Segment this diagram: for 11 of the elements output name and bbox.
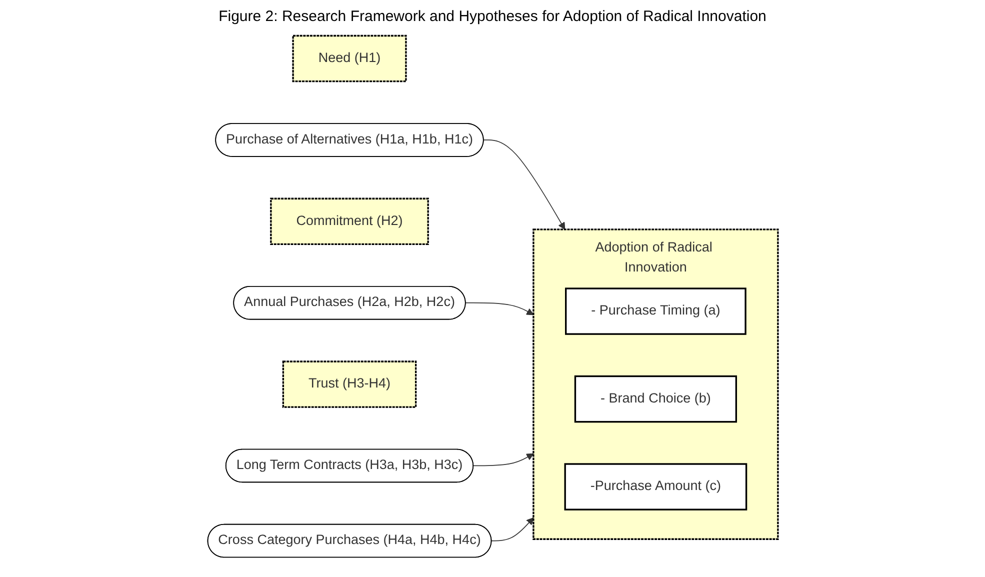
node-box: - Purchase Timing (a) [564, 288, 746, 335]
node-box: Commitment (H2) [270, 198, 429, 246]
arrow [482, 140, 565, 230]
node-box: Need (H1) [292, 34, 406, 82]
arrow [464, 302, 534, 316]
node-box: Trust (H3-H4) [282, 360, 416, 408]
arrow [472, 453, 534, 466]
arrow [490, 517, 534, 542]
node-box: -Purchase Amount (c) [564, 463, 747, 510]
node-box: - Brand Choice (b) [574, 375, 737, 423]
figure-title: Figure 2: Research Framework and Hypotheses for Adoption of Radical Innovation [218, 7, 768, 27]
